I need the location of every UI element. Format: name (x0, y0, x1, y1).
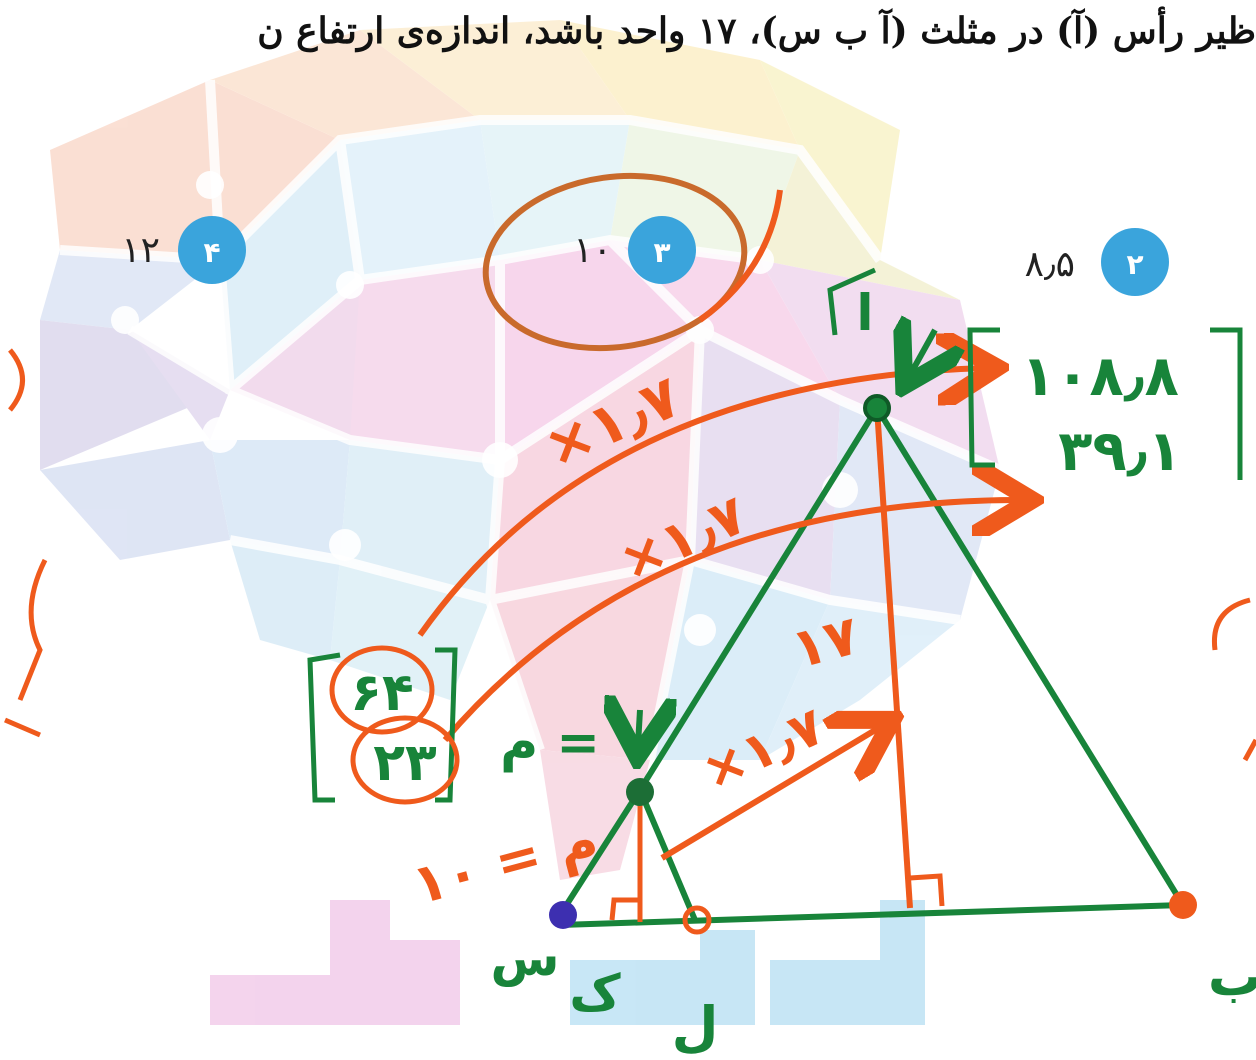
annotation-ratio-middle: ×۱٫۷ (610, 483, 756, 594)
vertex-s (549, 901, 577, 929)
option-2-number: ۲ (1126, 248, 1143, 281)
vertex-b (1169, 891, 1197, 919)
option-2-value: ۸٫۵ (1025, 244, 1075, 285)
option-2-badge (1101, 228, 1169, 296)
large-triangle (559, 406, 1186, 928)
answer-tick-stroke (698, 189, 783, 323)
annotation-result-1: ۱۰۸٫۸ (1021, 344, 1179, 409)
bracket-results-right (1210, 327, 1243, 480)
option-3[interactable]: ۳ ۱۰ (573, 216, 696, 284)
bracket-box-left (307, 652, 341, 803)
option-2[interactable]: ۲ ۸٫۵ (1025, 228, 1169, 296)
vertex-a-large (863, 394, 891, 422)
large-altitude (874, 407, 913, 909)
edge-stroke-left (4, 348, 48, 738)
label-l: ل (672, 995, 719, 1058)
vertex-l (682, 905, 712, 935)
question-text: ظیر رأس (آ) در مثلث (آ ب س)، ۱۷ واحد باش… (257, 10, 1256, 52)
arrow-lower (660, 726, 882, 861)
arrow-green-m (638, 710, 640, 745)
vertex-m (626, 778, 654, 806)
bracket-a-top (827, 267, 877, 336)
arrow-middle (442, 500, 1020, 742)
option-3-badge (628, 216, 696, 284)
option-3-number: ۳ (653, 236, 670, 269)
option-4-number: ۴ (203, 236, 220, 269)
annotation-box-2: ۲۳ (373, 733, 437, 793)
option-4[interactable]: ۴ ۱۲ (121, 216, 246, 284)
small-right-angle (609, 897, 640, 921)
option-3-value: ۱۰ (573, 230, 612, 271)
annotation-result-2: ۳۹٫۱ (1058, 419, 1181, 484)
box-2-circle (350, 715, 460, 805)
annotation-ratio-lower: ×۱٫۷ (693, 696, 833, 802)
label-ba: ب (1208, 945, 1256, 1008)
arrow-green-a (910, 330, 935, 375)
answer-circle (482, 172, 748, 352)
annotation-height-small: ۱۰ = م (406, 807, 604, 917)
label-s: س (491, 929, 560, 987)
bracket-results-left (967, 327, 1000, 468)
arrow-top (417, 368, 985, 637)
edge-stroke-right (1211, 597, 1256, 762)
option-4-badge (178, 216, 246, 284)
annotation-height-large: ۱۷ (785, 603, 865, 681)
annotation-box-1: ۶۴ (350, 663, 413, 723)
label-a: ا (856, 284, 873, 342)
box-1-circle (329, 645, 435, 735)
large-right-angle (909, 873, 945, 907)
option-4-value: ۱۲ (121, 230, 160, 271)
annotation-m-equals: م = (500, 713, 600, 773)
bracket-box-right (435, 647, 458, 803)
label-k: ک (569, 964, 621, 1022)
